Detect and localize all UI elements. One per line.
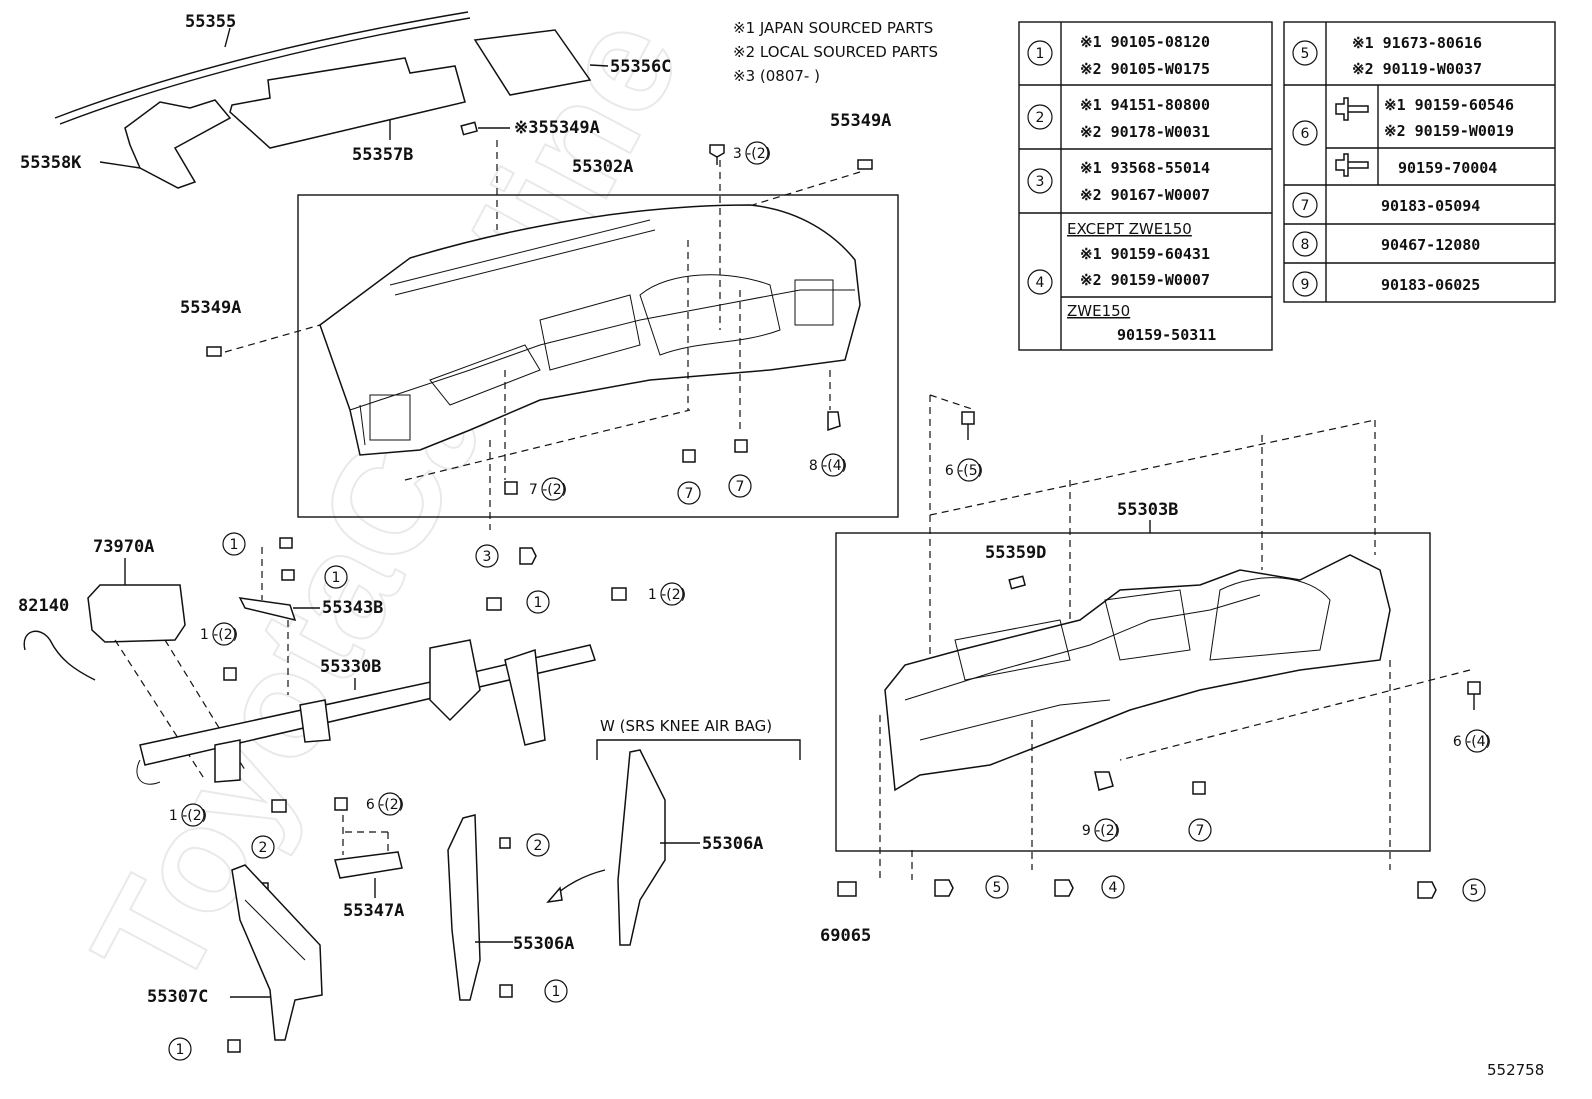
- part-label-82140: 82140: [18, 596, 69, 616]
- table-row-5-japan: ※1 91673-80616: [1352, 34, 1482, 52]
- table-row-9-part: 90183-06025: [1381, 276, 1480, 294]
- part-label-55303B: 55303B: [1117, 500, 1178, 520]
- callout-3-2: 3 -(2): [733, 146, 771, 162]
- brace-55307C: [231, 864, 323, 1041]
- callout-7-a: 7: [685, 486, 694, 502]
- table-row-6-local: ※2 90159-W0019: [1384, 122, 1514, 140]
- table-row-3-no: 3: [1036, 174, 1045, 190]
- callout-6-4: 6 -(4): [1453, 734, 1491, 750]
- instrument-reinforcement-55303B: [884, 554, 1391, 792]
- table-row-4-zwe150: 90159-50311: [1117, 326, 1216, 344]
- part-label-55307C: 55307C: [147, 987, 208, 1007]
- part-label-55356C: 55356C: [610, 57, 671, 77]
- table-row-3-japan: ※1 93568-55014: [1080, 159, 1210, 177]
- table-row-5-local: ※2 90119-W0037: [1352, 60, 1482, 78]
- table-row-1-local: ※2 90105-W0175: [1080, 60, 1210, 78]
- table-row-4-japan: ※1 90159-60431: [1080, 245, 1210, 263]
- table-row-7-part: 90183-05094: [1381, 197, 1480, 215]
- part-55358K-pad: [124, 99, 232, 189]
- part-label-73970A: 73970A: [93, 537, 154, 557]
- knee-airbag-label: W (SRS KNEE AIR BAG): [600, 717, 772, 735]
- bolt-icon: [1335, 97, 1369, 121]
- panel-box-55302A: [297, 194, 899, 518]
- part-label-55359D: 55359D: [985, 543, 1046, 563]
- table-row-2-local: ※2 90178-W0031: [1080, 123, 1210, 141]
- part-label-55357B: 55357B: [352, 145, 413, 165]
- callout-8-4: 8 -(4): [809, 458, 847, 474]
- table-row-4-no: 4: [1036, 275, 1045, 291]
- callout-7-2-a: 7 -(2): [529, 482, 567, 498]
- part-label-55347A: 55347A: [343, 901, 404, 921]
- part-label-69065: 69065: [820, 926, 871, 946]
- callout-5-b: 5: [1470, 883, 1479, 899]
- table-row-4-header-zwe150: ZWE150: [1067, 302, 1130, 320]
- callout-2-a: 2: [259, 840, 268, 856]
- table-row-1-no: 1: [1036, 46, 1045, 62]
- part-label-55349A-right: 55349A: [830, 111, 891, 131]
- part-label-55306A-lower: 55306A: [513, 934, 574, 954]
- note-date-range: ※3 (0807- ): [733, 67, 820, 85]
- panel-box-55303B: [835, 532, 1431, 852]
- part-label-55306A-upper: 55306A: [702, 834, 763, 854]
- table-row-5-no: 5: [1301, 46, 1310, 62]
- part-55357B-pad: [229, 57, 466, 149]
- callout-1-c: 1: [534, 595, 543, 611]
- table-row-8-part: 90467-12080: [1381, 236, 1480, 254]
- part-label-55343B: 55343B: [322, 598, 383, 618]
- table-row-3-local: ※2 90167-W0007: [1080, 186, 1210, 204]
- part-label-55302A: 55302A: [572, 157, 633, 177]
- table-row-7-no: 7: [1301, 198, 1310, 214]
- callout-6-5: 6 -(5): [945, 463, 983, 479]
- callout-1-a: 1: [230, 537, 239, 553]
- table-row-4-header-except: EXCEPT ZWE150: [1067, 220, 1192, 238]
- fastener-table-right: 5 ※1 91673-80616 ※2 90119-W0037 6 ※1 901…: [1283, 21, 1556, 303]
- brace-55306A-knee: [617, 749, 666, 946]
- callout-9-2: 9 -(2): [1082, 823, 1120, 839]
- part-label-55358K: 55358K: [20, 153, 82, 173]
- table-row-6-no: 6: [1301, 126, 1310, 142]
- callout-1-b: 1: [332, 570, 341, 586]
- callout-7-b: 7: [736, 479, 745, 495]
- callout-3: 3: [483, 549, 492, 565]
- harness-82140: [23, 630, 96, 681]
- callout-1-2-a: 1 -(2): [200, 627, 238, 643]
- table-row-2-no: 2: [1036, 110, 1045, 126]
- part-label-55355: 55355: [185, 12, 236, 32]
- instrument-panel-55302A: [319, 204, 861, 456]
- fastener-table-left: 1 ※1 90105-08120 ※2 90105-W0175 2 ※1 941…: [1018, 21, 1273, 351]
- note-japan-sourced: ※1 JAPAN SOURCED PARTS: [733, 19, 933, 37]
- note-local-sourced: ※2 LOCAL SOURCED PARTS: [733, 43, 938, 61]
- airbag-73970A: [87, 584, 186, 643]
- table-row-9-no: 9: [1301, 277, 1310, 293]
- callout-4: 4: [1109, 880, 1118, 896]
- table-row-2-japan: ※1 94151-80800: [1080, 96, 1210, 114]
- part-label-55349A-left: 55349A: [180, 298, 241, 318]
- table-row-1-japan: ※1 90105-08120: [1080, 33, 1210, 51]
- callout-1-e: 1: [552, 984, 561, 1000]
- callout-6-2: 6 -(2): [366, 797, 404, 813]
- callout-1-2-b: 1 -(2): [648, 587, 686, 603]
- brace-55306A-left: [447, 814, 481, 1001]
- callout-2-b: 2: [534, 838, 543, 854]
- part-55356C-pad: [473, 29, 592, 96]
- bracket-55343B: [238, 597, 297, 622]
- part-label-55330B: 55330B: [320, 657, 381, 677]
- table-row-6-alt: 90159-70004: [1398, 159, 1497, 177]
- part-label-55349A-upper: ※355349A: [514, 118, 600, 138]
- callout-1-2-c: 1 -(2): [169, 808, 207, 824]
- bracket-55347A: [334, 851, 403, 879]
- diagram-id: 552758: [1487, 1061, 1544, 1079]
- callout-7-c: 7: [1196, 823, 1205, 839]
- callout-5-a: 5: [993, 880, 1002, 896]
- table-row-8-no: 8: [1301, 237, 1310, 253]
- bolt-icon: [1335, 153, 1369, 177]
- table-row-6-japan: ※1 90159-60546: [1384, 96, 1514, 114]
- callout-1-d: 1: [176, 1042, 185, 1058]
- table-row-4-local: ※2 90159-W0007: [1080, 271, 1210, 289]
- part-55355-strip: [54, 11, 469, 119]
